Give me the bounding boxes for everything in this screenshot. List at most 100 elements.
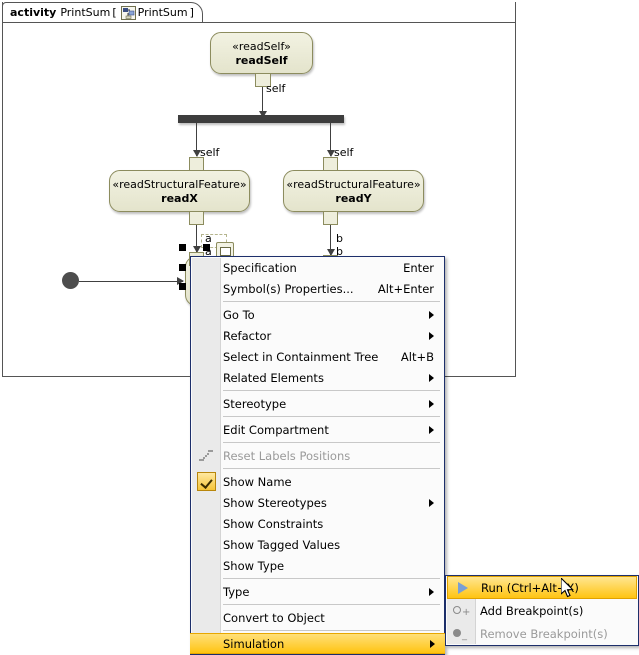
submenu-item-add-breakpoints-label: Add Breakpoint(s) <box>480 603 584 618</box>
menu-item-select-in-containment-tree-accel: Alt+B <box>400 349 434 364</box>
initial-node[interactable] <box>62 272 79 289</box>
menu-item-type[interactable]: Type <box>191 581 444 602</box>
ready-input-pin[interactable] <box>323 157 338 171</box>
readself-name: readSelf <box>235 54 288 67</box>
chevron-right-icon <box>429 425 434 434</box>
diagram-frame-tab: activity PrintSum [ PrintSum ] <box>2 2 203 23</box>
edge-label-self-readx: self <box>200 146 220 159</box>
selection-handle-tr[interactable] <box>203 244 210 251</box>
selection-handle-tl[interactable] <box>179 244 186 251</box>
edge-fork-to-readx <box>196 123 197 156</box>
chevron-right-icon <box>429 373 434 382</box>
ready-stereotype: «readStructuralFeature» <box>286 178 421 191</box>
menu-item-related-elements[interactable]: Related Elements <box>191 367 444 388</box>
menu-separator-1 <box>223 301 440 302</box>
run-play-icon <box>450 576 476 599</box>
menu-item-go-to[interactable]: Go To <box>191 304 444 325</box>
activity-node-readx[interactable]: «readStructuralFeature» readX <box>109 170 250 212</box>
ready-output-pin[interactable] <box>323 211 338 225</box>
submenu-item-add-breakpoints[interactable]: + Add Breakpoint(s) <box>446 599 638 622</box>
submenu-item-run[interactable]: Run (Ctrl+Alt+X) <box>447 576 637 599</box>
submenu-item-remove-breakpoints-label: Remove Breakpoint(s) <box>480 626 608 641</box>
menu-item-go-to-label: Go To <box>223 307 255 322</box>
menu-item-reset-labels-positions: Reset Labels Positions <box>191 445 444 466</box>
menu-item-select-in-containment-tree[interactable]: Select in Containment Tree Alt+B <box>191 346 444 367</box>
menu-item-show-name-label: Show Name <box>223 474 292 489</box>
frame-keyword: activity <box>10 6 57 19</box>
readx-input-pin[interactable] <box>189 157 204 171</box>
chevron-right-icon <box>429 399 434 408</box>
menu-item-show-name[interactable]: Show Name <box>191 471 444 492</box>
menu-item-specification-accel: Enter <box>403 260 434 275</box>
menu-separator-7 <box>223 604 440 605</box>
menu-item-stereotype[interactable]: Stereotype <box>191 393 444 414</box>
readx-stereotype: «readStructuralFeature» <box>112 178 247 191</box>
edge-readself-arrowhead <box>259 111 267 118</box>
menu-item-symbol-properties-accel: Alt+Enter <box>377 281 434 296</box>
edge-label-self-ready: self <box>334 146 354 159</box>
edge-fork-ready-arrowhead <box>327 150 335 157</box>
selection-handle-ml[interactable] <box>179 264 186 271</box>
menu-item-symbol-properties-label: Symbol(s) Properties... <box>223 281 354 296</box>
edge-label-self-readself: self <box>266 82 286 95</box>
ready-name: readY <box>335 192 372 205</box>
remove-breakpoint-icon: _ <box>448 622 474 645</box>
menu-item-simulation-label: Simulation <box>223 636 285 651</box>
chevron-right-icon <box>429 587 434 596</box>
menu-item-specification-label: Specification <box>223 260 297 275</box>
menu-item-related-elements-label: Related Elements <box>223 370 324 385</box>
frame-bracket-close: ] <box>189 6 194 19</box>
edge-label-a-flow: a <box>205 245 212 258</box>
menu-item-show-constraints-label: Show Constraints <box>223 516 324 531</box>
menu-item-select-in-containment-tree-label: Select in Containment Tree <box>223 349 379 364</box>
frame-diagram-name: PrintSum <box>137 6 188 19</box>
add-breakpoint-icon: + <box>448 599 474 622</box>
menu-item-show-stereotypes[interactable]: Show Stereotypes <box>191 492 444 513</box>
menu-item-show-tagged-values[interactable]: Show Tagged Values <box>191 534 444 555</box>
activity-node-readself[interactable]: «readSelf» readSelf <box>210 32 313 74</box>
edge-initial-to-sum <box>79 281 183 282</box>
menu-item-specification[interactable]: Specification Enter <box>191 257 444 278</box>
chevron-right-icon <box>429 310 434 319</box>
menu-item-convert-to-object-label: Convert to Object <box>223 610 325 625</box>
readself-output-pin[interactable] <box>255 73 271 87</box>
menu-item-convert-to-object[interactable]: Convert to Object <box>191 607 444 628</box>
menu-item-show-type-label: Show Type <box>223 558 285 573</box>
selection-handle-bl[interactable] <box>179 283 186 290</box>
edge-fork-to-ready <box>330 123 331 156</box>
readx-output-pin[interactable] <box>189 211 204 225</box>
edge-readx-arrowhead <box>193 246 201 253</box>
menu-separator-2 <box>223 390 440 391</box>
activity-node-ready[interactable]: «readStructuralFeature» readY <box>283 170 424 212</box>
frame-activity-name: PrintSum <box>60 6 111 19</box>
menu-item-show-constraints[interactable]: Show Constraints <box>191 513 444 534</box>
checkbox-checked-icon[interactable] <box>193 471 219 492</box>
menu-item-edit-compartment-label: Edit Compartment <box>223 422 329 437</box>
edge-label-b-flow: b <box>336 245 343 258</box>
menu-item-show-tagged-values-label: Show Tagged Values <box>223 537 341 552</box>
menu-item-show-type[interactable]: Show Type <box>191 555 444 576</box>
reset-labels-icon <box>193 445 219 466</box>
readx-name: readX <box>161 192 198 205</box>
simulation-submenu[interactable]: Run (Ctrl+Alt+X) + Add Breakpoint(s) _ R… <box>445 575 639 646</box>
submenu-item-run-label: Run (Ctrl+Alt+X) <box>481 580 579 595</box>
selected-label-box <box>201 234 227 248</box>
edge-readself-to-fork <box>262 87 263 116</box>
edge-initial-arrowhead <box>177 277 184 285</box>
menu-separator-8 <box>223 630 440 631</box>
edge-readx-to-sum <box>196 225 197 252</box>
context-menu[interactable]: Specification Enter Symbol(s) Properties… <box>190 256 445 655</box>
menu-item-simulation[interactable]: Simulation <box>190 633 445 654</box>
menu-separator-4 <box>223 442 440 443</box>
frame-bracket-open: [ <box>112 6 117 19</box>
menu-item-refactor[interactable]: Refactor <box>191 325 444 346</box>
menu-item-edit-compartment[interactable]: Edit Compartment <box>191 419 444 440</box>
chevron-right-icon <box>430 639 435 648</box>
menu-item-symbol-properties[interactable]: Symbol(s) Properties... Alt+Enter <box>191 278 444 299</box>
menu-item-stereotype-label: Stereotype <box>223 396 287 411</box>
fork-node[interactable] <box>178 115 344 123</box>
menu-separator-3 <box>223 416 440 417</box>
chevron-right-icon <box>429 331 434 340</box>
frame-top-border <box>175 22 516 23</box>
menu-item-type-label: Type <box>223 584 250 599</box>
